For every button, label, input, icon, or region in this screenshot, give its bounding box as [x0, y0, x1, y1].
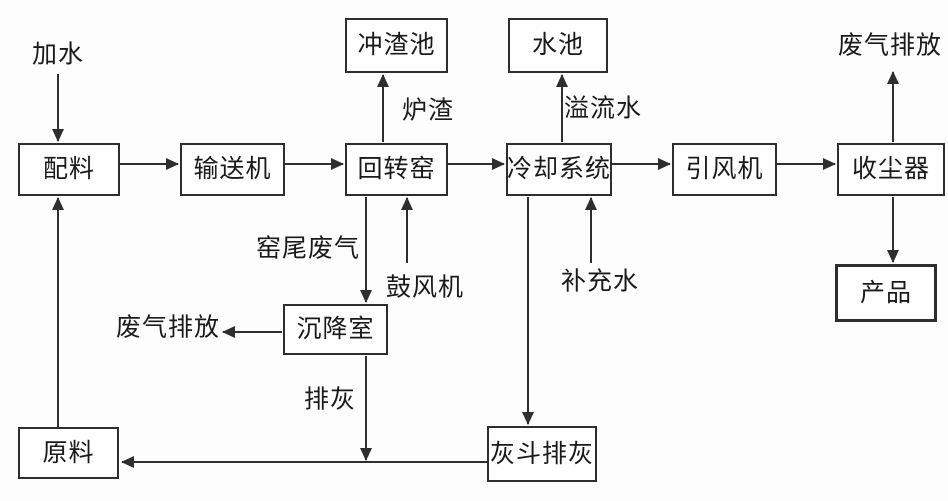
label-exhaust-emission-left: 废气排放	[115, 314, 221, 342]
node-conveyor: 输送机	[180, 143, 285, 196]
node-product: 产品	[835, 264, 937, 322]
node-label-conveyor: 输送机	[193, 156, 272, 183]
label-overflow-water: 溢流水	[563, 95, 643, 123]
label-ash-discharge: 排灰	[303, 386, 357, 414]
label-exhaust-emission-top: 废气排放	[837, 32, 943, 60]
node-label-batching: 配料	[42, 156, 95, 183]
node-label-settling-chamber: 沉降室	[296, 316, 375, 343]
node-batching: 配料	[18, 143, 120, 196]
node-label-ash-hopper-discharge: 灰斗排灰	[489, 440, 594, 468]
node-dust-collector: 收尘器	[837, 143, 945, 196]
label-kiln-tail-exhaust: 窑尾废气	[255, 235, 361, 263]
node-label-slag-flushing-pool: 冲渣池	[357, 32, 436, 59]
node-label-cooling-system: 冷却系统	[507, 156, 612, 183]
label-add-water: 加水	[31, 41, 85, 69]
label-blower: 鼓风机	[385, 274, 465, 302]
node-settling-chamber: 沉降室	[283, 304, 388, 355]
node-ash-hopper-discharge: 灰斗排灰	[487, 426, 597, 482]
node-water-pool: 水池	[508, 18, 608, 73]
node-label-raw-material: 原料	[42, 439, 95, 467]
node-label-induced-draft-fan: 引风机	[685, 156, 764, 183]
label-furnace-slag: 炉渣	[401, 97, 455, 125]
node-rotary-kiln: 回转窑	[345, 143, 448, 196]
node-slag-flushing-pool: 冲渣池	[345, 18, 448, 73]
node-label-rotary-kiln: 回转窑	[357, 156, 436, 183]
node-induced-draft-fan: 引风机	[672, 143, 777, 196]
label-makeup-water: 补充水	[560, 268, 640, 296]
node-cooling-system: 冷却系统	[506, 143, 612, 196]
node-raw-material: 原料	[18, 427, 119, 479]
node-label-dust-collector: 收尘器	[851, 156, 930, 183]
node-label-water-pool: 水池	[531, 32, 584, 59]
node-label-product: 产品	[859, 279, 912, 307]
